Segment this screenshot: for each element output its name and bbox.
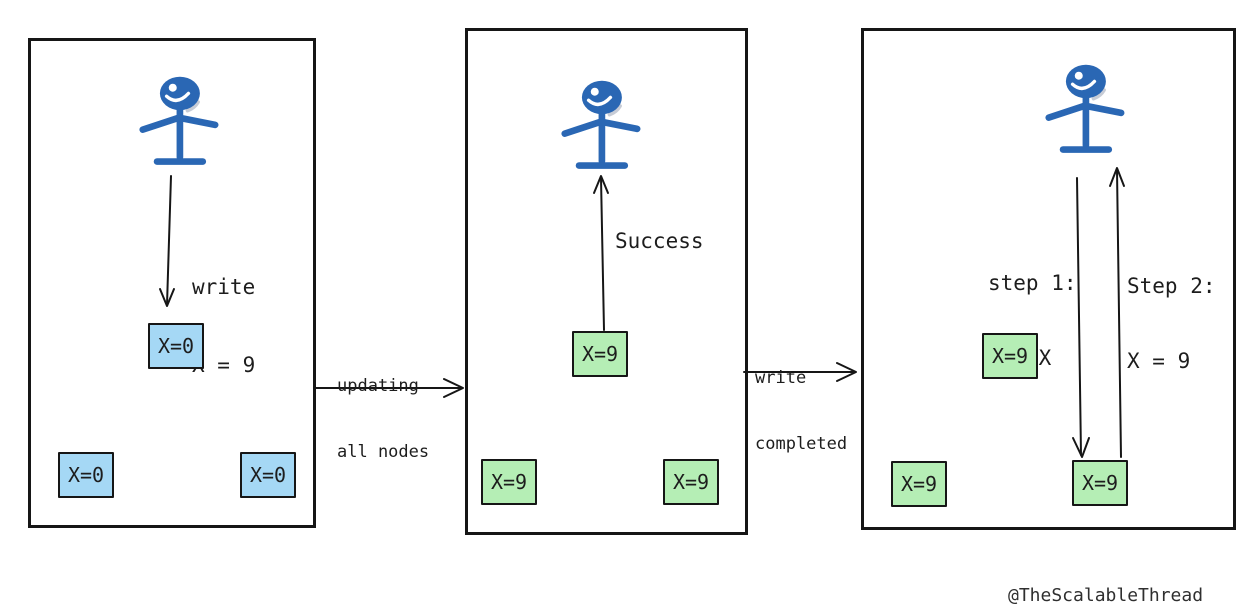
step2-label: Step 2: X = 9 <box>1127 224 1216 424</box>
write-label-line1: write <box>192 275 256 299</box>
person-icon <box>139 76 219 165</box>
panel3-node-mid: X=9 <box>982 333 1038 379</box>
panel-success <box>465 28 748 535</box>
transition-updating-label: updating all nodes <box>337 331 429 507</box>
transition1-line1: updating <box>337 376 419 396</box>
panel1-node-right: X=0 <box>240 452 296 498</box>
panel2-node-right: X=9 <box>663 459 719 505</box>
panel1-node-left: X=0 <box>58 452 114 498</box>
panel2-node-center: X=9 <box>572 331 628 377</box>
panel2-node-left: X=9 <box>481 459 537 505</box>
transition-write-completed-label: write completed <box>755 323 847 499</box>
step2-line2: X = 9 <box>1127 349 1191 373</box>
person-icon <box>561 80 641 169</box>
transition1-line2: all nodes <box>337 442 430 462</box>
step1-label: step 1: Get X <box>988 221 1077 421</box>
step2-line1: Step 2: <box>1127 274 1216 298</box>
success-label: Success <box>615 229 704 253</box>
panel3-node-target: X=9 <box>1072 460 1128 506</box>
person-icon <box>1045 64 1125 153</box>
watermark: @TheScalableThread <box>1008 585 1204 606</box>
step1-line1: step 1: <box>988 271 1077 295</box>
panel-write-initial <box>28 38 316 528</box>
transition2-line1: write <box>755 368 807 388</box>
panel-read-after-write <box>861 28 1236 530</box>
panel3-node-left: X=9 <box>891 461 947 507</box>
panel1-node-center: X=0 <box>148 323 204 369</box>
transition2-line2: completed <box>755 434 848 454</box>
